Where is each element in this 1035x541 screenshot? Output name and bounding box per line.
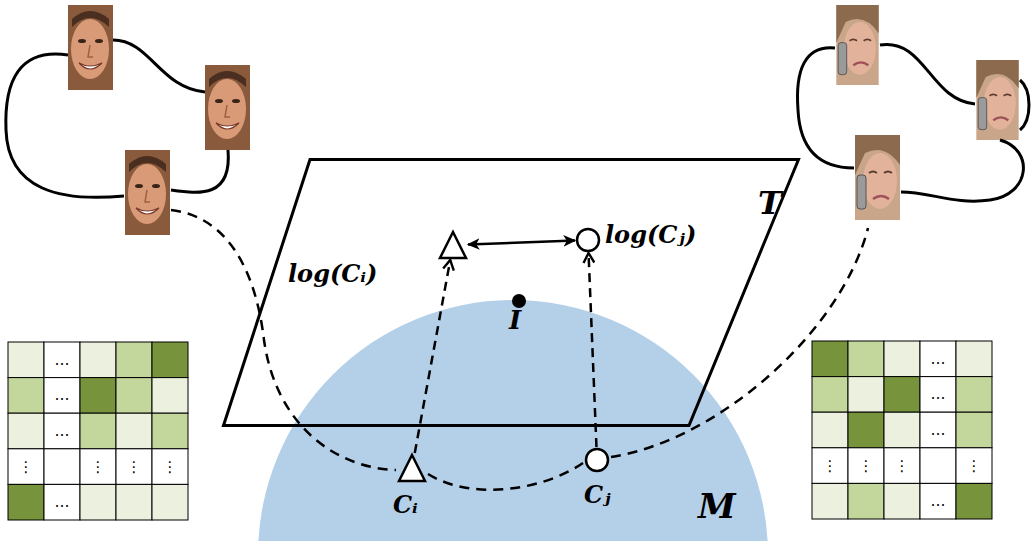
tangent-plane: Tlog(Cᵢ) log(Cⱼ): [222, 158, 800, 427]
matrix-ellipsis: ⋮: [895, 457, 910, 474]
matrix-ellipsis: ⋮: [967, 457, 982, 474]
log-map-arrow: [589, 253, 597, 447]
distance-arrow: [468, 240, 575, 244]
math-label: Cᵢ: [393, 491, 418, 520]
math-label: Cⱼ: [584, 481, 611, 510]
triangle-point: log(Cᵢ): [438, 230, 468, 260]
matrix-ellipsis: …: [931, 422, 946, 439]
matrix-ellipsis: ⋮: [19, 458, 34, 475]
triangle-point-outline: [397, 453, 427, 483]
triangle-point: Cᵢ: [397, 453, 427, 483]
tangent-plane-outline: [222, 158, 800, 427]
math-label: log(Cⱼ): [605, 221, 696, 250]
circle-point-outline: [575, 227, 601, 253]
sample-loops: [6, 40, 1029, 201]
matrix-right: [812, 341, 992, 519]
matrix-ellipsis: …: [55, 352, 70, 369]
matrix-ellipsis: ⋮: [91, 458, 106, 475]
matrix-ellipsis: …: [55, 423, 70, 440]
face-photos: [68, 5, 1019, 235]
matrix-ellipsis: …: [55, 494, 70, 511]
matrix-ellipsis: ⋮: [823, 457, 838, 474]
matrix-ellipsis: ⋮: [163, 458, 178, 475]
matrix-ellipsis: ⋮: [859, 457, 874, 474]
triangle-point-outline: [438, 230, 468, 260]
matrix-ellipsis: …: [931, 386, 946, 403]
matrix-left: [8, 342, 188, 520]
math-label: T: [758, 184, 782, 222]
log-map-arrow: [415, 260, 450, 453]
math-label: M: [698, 486, 736, 527]
matrix-ellipsis: …: [931, 351, 946, 368]
matrix-ellipsis: …: [55, 387, 70, 404]
circle-point-outline: [584, 447, 610, 473]
math-label: log(Cᵢ): [288, 260, 377, 289]
matrix-ellipsis: ⋮: [127, 458, 142, 475]
matrix-ellipsis: …: [931, 493, 946, 510]
identity-label: I: [509, 306, 521, 335]
circle-point: log(Cⱼ): [575, 227, 601, 253]
circle-point: Cⱼ: [584, 447, 610, 473]
